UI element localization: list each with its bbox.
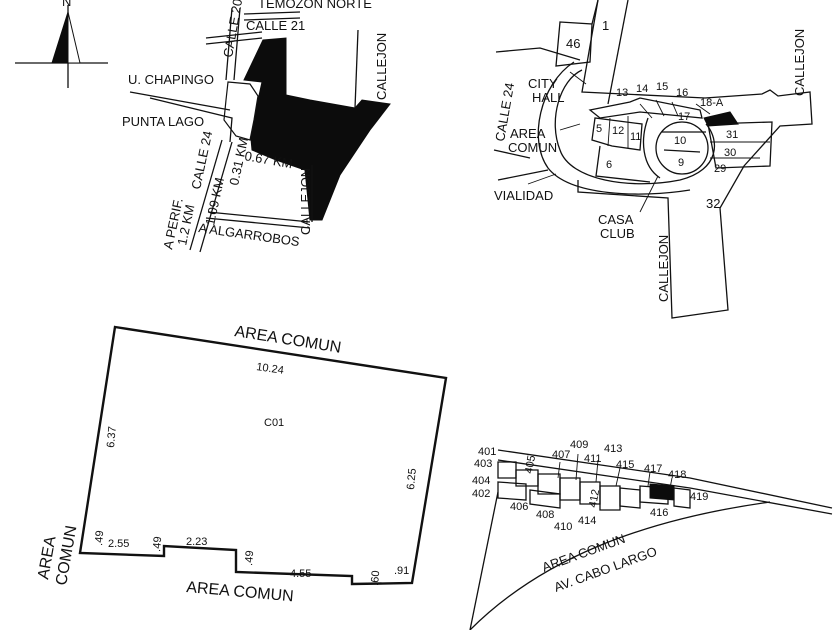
label-vialidad: VIALIDAD <box>494 188 553 203</box>
unit-412: 412 <box>587 488 602 508</box>
street-callejon-bottom: CALLEJON <box>298 168 313 235</box>
dim-b6: 4.55 <box>290 568 311 580</box>
dim-right: 6.25 <box>405 468 419 490</box>
label-punta-lago: PUNTA LAGO <box>122 114 204 129</box>
label-comun: COMUN <box>508 140 557 155</box>
block-plan <box>469 449 833 630</box>
street-callejon-site-bottom: CALLEJON <box>656 235 671 302</box>
unit-403: 403 <box>474 458 492 470</box>
unit-404: 404 <box>472 475 490 487</box>
unit-plan-outline <box>78 325 448 586</box>
lot-16: 16 <box>676 87 688 99</box>
unit-414: 414 <box>578 515 596 527</box>
north-label: N <box>62 0 71 9</box>
street-calle-20: CALLE 20 <box>220 0 245 59</box>
lot-17: 17 <box>678 111 690 123</box>
lot-12: 12 <box>612 125 624 137</box>
unit-419: 419 <box>690 491 708 503</box>
lot-46: 46 <box>566 36 580 51</box>
unit-417: 417 <box>644 463 662 475</box>
dim-b3: .49 <box>151 536 164 552</box>
north-arrow-icon <box>15 5 108 88</box>
unit-408: 408 <box>536 509 554 521</box>
lot-5: 5 <box>596 123 602 135</box>
unit-413: 413 <box>604 443 622 455</box>
street-callejon-right: CALLEJON <box>792 29 807 96</box>
site-plan <box>493 0 813 319</box>
label-area-comun-top: AREA COMUN <box>233 323 342 357</box>
location-map <box>129 7 391 253</box>
label-comun-left: COMUN <box>53 524 80 586</box>
lot-29: 29 <box>714 163 726 175</box>
label-city: CITY <box>528 76 558 91</box>
dim-top: 10.24 <box>256 361 285 377</box>
unit-415: 415 <box>616 459 634 471</box>
unit-id-c01: C01 <box>264 417 284 429</box>
street-temozon-norte: TEMOZON NORTE <box>258 0 372 11</box>
dim-left: 6.37 <box>105 426 119 448</box>
lot-11: 11 <box>630 131 641 143</box>
street-calle-21: CALLE 21 <box>246 18 305 33</box>
unit-411: 411 <box>584 453 602 465</box>
label-area: AREA <box>510 126 546 141</box>
lot-1: 1 <box>602 18 609 33</box>
lot-10: 10 <box>674 135 686 147</box>
label-club: CLUB <box>600 226 635 241</box>
unit-416: 416 <box>650 507 668 519</box>
label-casa: CASA <box>598 212 634 227</box>
property-area <box>243 37 391 221</box>
lot-18-a: 18-A <box>700 97 724 109</box>
lot-6: 6 <box>606 159 612 171</box>
dim-b5: .49 <box>243 550 256 566</box>
lot-9: 9 <box>678 157 684 169</box>
dim-b1: .49 <box>93 530 106 546</box>
unit-409: 409 <box>570 439 588 451</box>
lot-32: 32 <box>706 196 720 211</box>
label-area-comun-bottom: AREA COMUN <box>186 579 295 605</box>
lot-30: 30 <box>724 147 736 159</box>
lot-15: 15 <box>656 81 668 93</box>
unit-406: 406 <box>510 501 528 513</box>
unit-405: 405 <box>523 454 538 474</box>
street-a-algarrobos: A ALGARROBOS <box>198 220 301 249</box>
street-callejon-top: CALLEJON <box>374 33 389 100</box>
dim-b8: .91 <box>394 565 409 577</box>
unit-410: 410 <box>554 521 572 533</box>
unit-402: 402 <box>472 488 490 500</box>
dim-b2: 2.55 <box>108 538 129 550</box>
unit-401: 401 <box>478 446 496 458</box>
lot-13: 13 <box>616 87 628 99</box>
dim-b7: .60 <box>369 570 382 586</box>
unit-407: 407 <box>552 449 570 461</box>
label-u-chapingo: U. CHAPINGO <box>128 72 214 87</box>
dim-b4: 2.23 <box>186 536 207 548</box>
unit-418: 418 <box>668 469 686 481</box>
lot-14: 14 <box>636 83 648 95</box>
lot-31: 31 <box>726 129 738 141</box>
label-hall: HALL <box>532 90 565 105</box>
